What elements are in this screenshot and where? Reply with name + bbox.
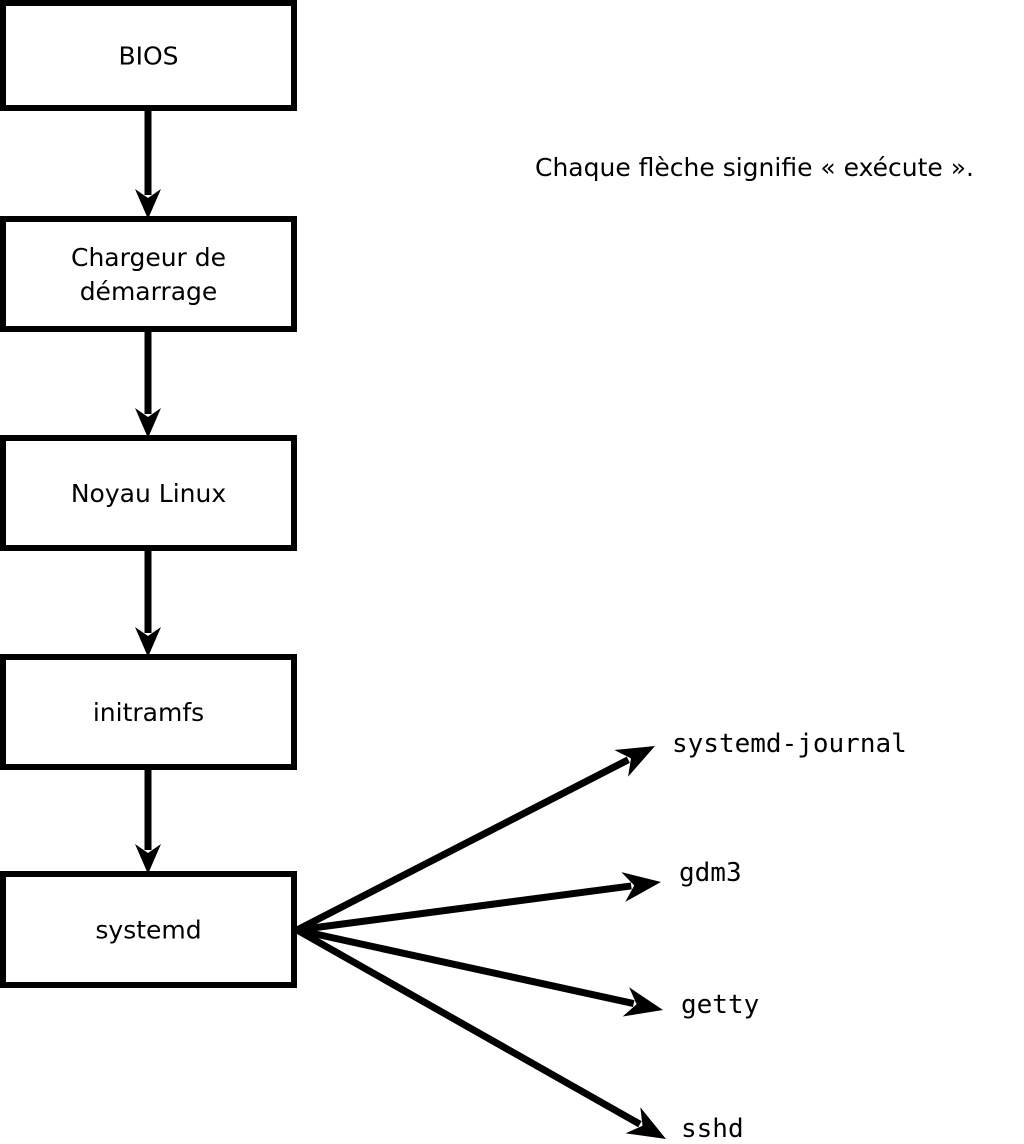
box-label-bootloader: démarrage — [80, 277, 218, 306]
box-label-initramfs: initramfs — [93, 698, 204, 727]
service-label-systemd-journal[interactable]: systemd-journal — [672, 729, 907, 759]
arrow-head — [135, 627, 161, 657]
process-box-systemd[interactable]: systemd — [0, 871, 297, 988]
process-box-kernel[interactable]: Noyau Linux — [0, 435, 297, 551]
arrow-bios-to-bootloader — [135, 108, 161, 219]
arrow-kernel-to-initramfs — [135, 548, 161, 657]
arrow-shaft — [295, 756, 630, 934]
box-outline-kernel — [0, 435, 297, 551]
arrow-shaft — [295, 926, 642, 1128]
service-arrows-group — [295, 746, 666, 1139]
box-label-bootloader: Chargeur de — [71, 243, 226, 272]
box-label-systemd: systemd — [95, 916, 201, 945]
arrow-head — [625, 1107, 666, 1139]
box-outline-bios — [0, 0, 297, 111]
service-label-gdm3[interactable]: gdm3 — [679, 858, 742, 888]
chain-arrows-group — [135, 108, 161, 874]
arrow-head — [614, 746, 655, 777]
arrow-head — [621, 872, 661, 902]
arrow-systemd-to-getty — [296, 926, 663, 1017]
arrow-head — [622, 987, 663, 1017]
arrow-head — [135, 408, 161, 438]
box-label-bios: BIOS — [118, 42, 178, 71]
arrow-shaft — [296, 926, 635, 1008]
arrow-initramfs-to-systemd — [135, 767, 161, 874]
box-outline-bootloader — [0, 216, 297, 332]
arrow-head — [135, 189, 161, 219]
arrow-shaft — [296, 882, 632, 934]
box-label-kernel: Noyau Linux — [71, 479, 226, 508]
arrow-systemd-to-sshd — [295, 926, 666, 1139]
arrow-systemd-to-systemd-journal — [295, 746, 655, 934]
process-box-bootloader[interactable]: Chargeur de démarrage — [0, 216, 297, 332]
arrow-systemd-to-gdm3 — [296, 872, 661, 934]
process-box-bios[interactable]: BIOS — [0, 0, 297, 111]
box-outline-initramfs — [0, 654, 297, 770]
arrow-head — [135, 844, 161, 874]
service-label-getty[interactable]: getty — [681, 990, 759, 1020]
process-box-initramfs[interactable]: initramfs — [0, 654, 297, 770]
service-label-sshd[interactable]: sshd — [681, 1114, 744, 1144]
service-labels-group: systemd-journal gdm3 getty sshd — [672, 729, 907, 1144]
arrow-bootloader-to-kernel — [135, 329, 161, 438]
box-outline-systemd — [0, 871, 297, 988]
legend-note: Chaque flèche signifie « exécute ». — [535, 153, 974, 182]
